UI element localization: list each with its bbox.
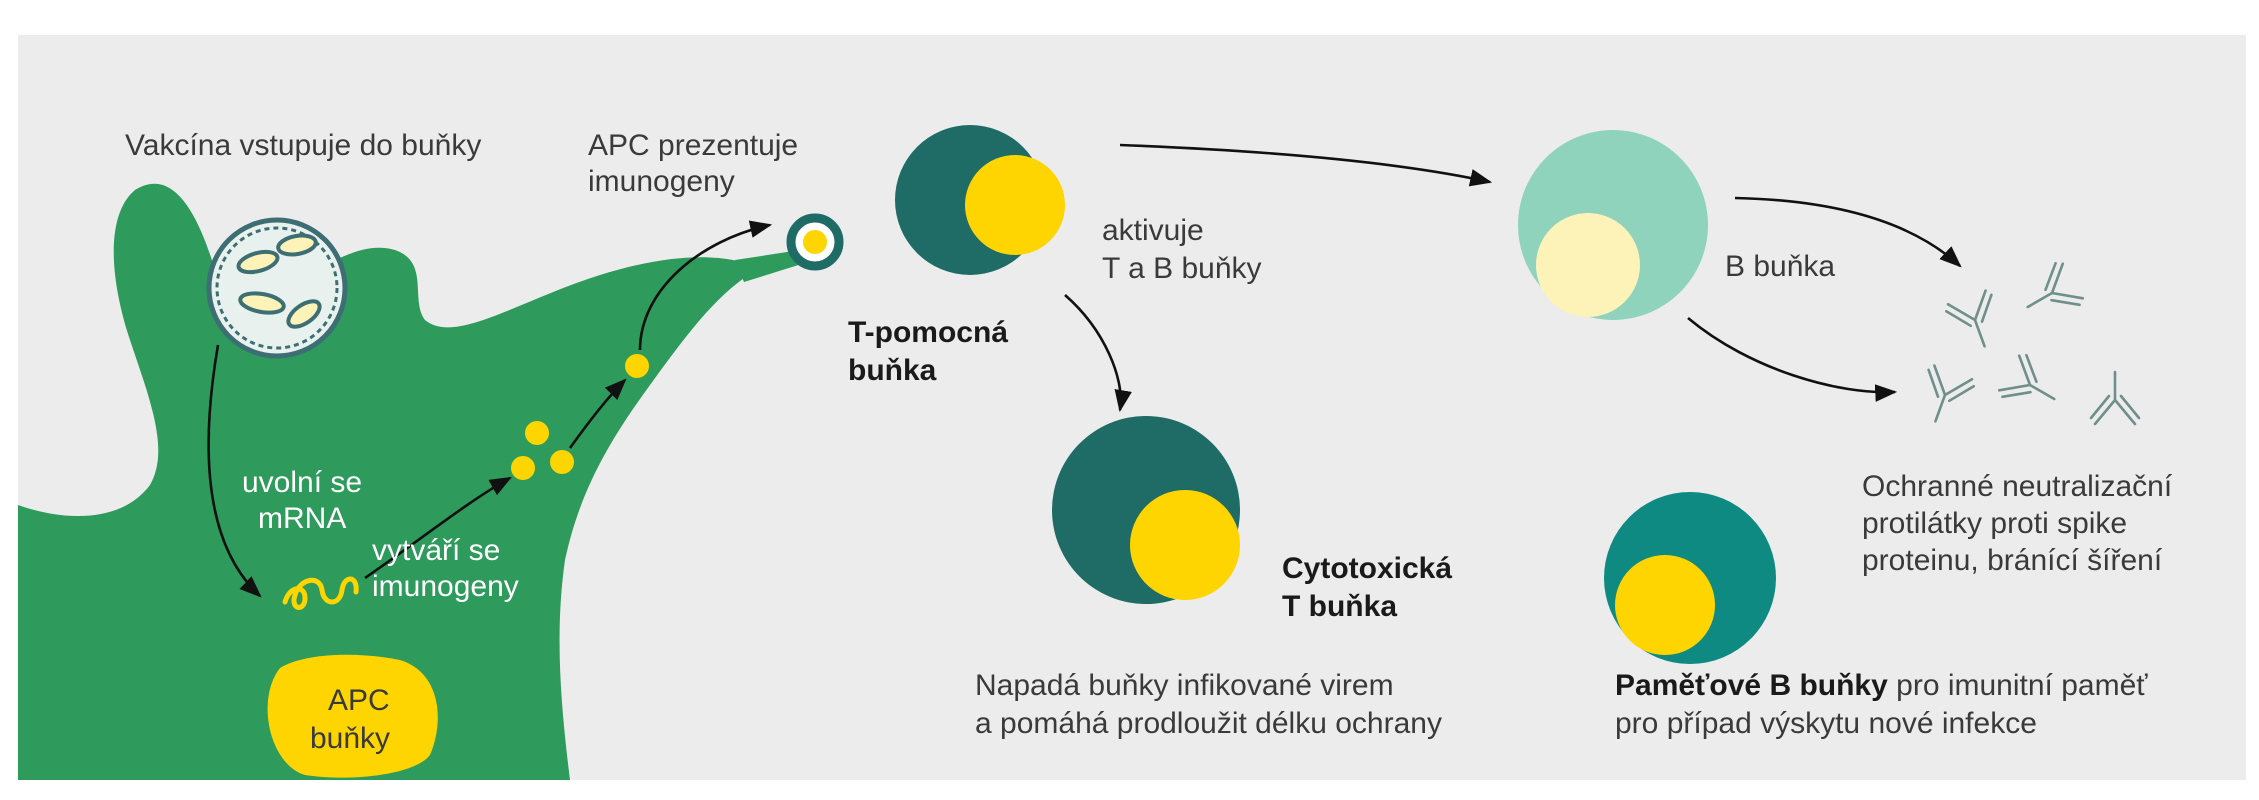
mhc-receptor — [786, 213, 844, 271]
label-immunogens-made-line1: vytváří se — [372, 534, 500, 567]
label-antibodies-description-line1: Ochranné neutralizační — [1862, 470, 2173, 503]
label-immunogens-made: vytváří se imunogeny — [372, 534, 519, 603]
label-cytotoxic: Cytotoxická T buňka — [1282, 552, 1460, 623]
label-activates-line2: T a B buňky — [1102, 252, 1262, 285]
immunogen-dot — [511, 456, 535, 480]
label-apc-cell-line2: buňky — [310, 722, 390, 755]
label-mrna-released-line1: uvolní se — [242, 466, 362, 499]
label-memory-b-rest: pro imunitní paměť — [1888, 669, 2148, 702]
label-t-helper-line2: buňka — [848, 354, 937, 387]
label-t-helper: T-pomocná buňka — [848, 316, 1016, 387]
apc-pseudopod — [735, 250, 808, 282]
label-apc-cell: APC buňky — [310, 684, 398, 755]
mrna-capsule — [286, 299, 322, 329]
label-immunogens-made-line2: imunogeny — [372, 570, 519, 603]
label-b-cell: B buňka — [1725, 250, 1835, 283]
arrow-bcell-to-antibodies-lower — [1687, 317, 1898, 402]
cytotoxic-t-nucleus — [1130, 490, 1240, 600]
label-cytotoxic-line1: Cytotoxická — [1282, 552, 1452, 585]
apc-cell-body — [18, 183, 760, 780]
label-mrna-released-line2: mRNA — [258, 502, 346, 535]
arrow-vaccine-to-mrna — [207, 344, 262, 598]
apc-nucleus — [267, 654, 438, 778]
arrow-thelper-to-bcell — [1119, 143, 1493, 187]
label-vaccine-enters: Vakcína vstupuje do buňky — [125, 129, 481, 162]
label-activates: aktivuje T a B buňky — [1102, 214, 1262, 285]
label-memory-b-line2: pro případ výskytu nové infekce — [1615, 707, 2037, 740]
mrna-strand-icon — [282, 576, 359, 610]
antibody-icon — [1944, 289, 1993, 348]
mrna-capsule — [276, 233, 318, 257]
label-memory-b: Paměťové B buňky pro imunitní paměť — [1615, 669, 2148, 702]
immunogen-dot — [625, 354, 649, 378]
t-helper-nucleus — [965, 155, 1065, 255]
label-antibodies-description: Ochranné neutralizační protilátky proti … — [1862, 470, 2181, 577]
antibody-icon — [1997, 353, 2056, 401]
label-cytotoxic-line2: T buňka — [1282, 590, 1397, 623]
mrna-capsule — [236, 249, 280, 275]
label-cytotoxic-description-line1: Napadá buňky infikované virem — [975, 669, 1394, 702]
antibody-icon — [2026, 261, 2085, 309]
vaccine-particle — [206, 217, 348, 359]
label-antibodies-description-line2: protilátky proti spike — [1862, 507, 2127, 540]
mrna-capsule — [238, 291, 286, 315]
label-t-helper-line1: T-pomocná — [848, 316, 1008, 349]
immunogen-dot — [550, 450, 574, 474]
b-cell-nucleus — [1536, 213, 1640, 317]
arrow-immunogens-to-receptor — [638, 220, 773, 351]
label-apc-presents-line1: APC prezentuje — [588, 129, 798, 162]
antibody-icon — [2089, 370, 2141, 426]
arrow-thelper-to-cytotoxic — [1064, 294, 1132, 413]
label-antibodies-description-line3: proteinu, bránící šíření — [1862, 544, 2163, 577]
label-apc-presents: APC prezentuje imunogeny — [588, 129, 806, 198]
label-cytotoxic-description: Napadá buňky infikované virem a pomáhá p… — [975, 669, 1442, 740]
label-apc-presents-line2: imunogeny — [588, 165, 735, 198]
arrow-bcell-to-antibodies-upper — [1734, 196, 1962, 268]
label-memory-b-bold: Paměťové B buňky — [1615, 669, 1888, 702]
immunogen-dot — [525, 421, 549, 445]
arrow-immunogens-up — [568, 378, 627, 449]
antibody-icon — [1927, 364, 1976, 423]
label-activates-line1: aktivuje — [1102, 214, 1204, 247]
memory-b-nucleus — [1615, 555, 1715, 655]
arrow-mrna-to-immunogens — [364, 476, 512, 580]
label-mrna-released: uvolní se mRNA — [242, 466, 370, 535]
label-apc-cell-line1: APC — [328, 684, 390, 717]
label-cytotoxic-description-line2: a pomáhá prodloužit délku ochrany — [975, 707, 1442, 740]
